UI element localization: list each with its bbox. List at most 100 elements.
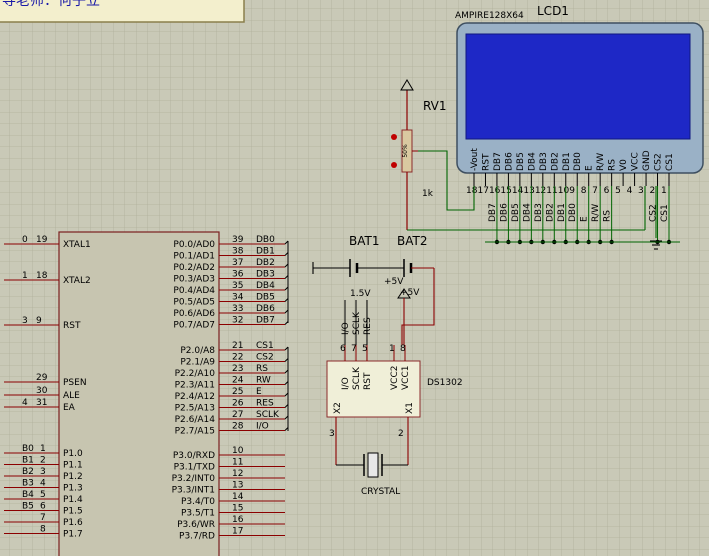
lcd-module[interactable]: AMPIRE128X64 LCD1 -Vout18RST17DB716DB615… xyxy=(455,4,704,245)
mcu-left-pin-net: 4 xyxy=(22,398,28,408)
mcu-right-pin-number: 25 xyxy=(232,387,243,397)
mcu-right-pin-net: SCLK xyxy=(256,410,280,420)
mcu-p1-pin-number: 3 xyxy=(40,467,46,477)
mcu-p1-pin-net: B3 xyxy=(22,479,34,489)
mcu-right-pin-name: P2.4/A12 xyxy=(175,392,215,402)
mcu-right-pin-number: 15 xyxy=(232,504,243,514)
bat-voltage-3: +5V xyxy=(400,288,420,298)
mcu-p1-pin-number: 2 xyxy=(40,456,46,466)
mcu-right-pin-name: P3.5/T1 xyxy=(181,509,215,519)
lcd-pin-name: GND xyxy=(642,150,652,171)
mcu-right-pin-net: I/O xyxy=(256,422,269,432)
ds1302-pin-number: 8 xyxy=(400,344,406,354)
lcd-pin-name: DB7 xyxy=(493,152,503,171)
lcd-net-label: E xyxy=(580,216,590,222)
mcu-p1-pin-number: 1 xyxy=(40,444,46,454)
mcu-right-pin-number: 36 xyxy=(232,270,244,280)
lcd-pin-name: CS2 xyxy=(654,153,664,171)
mcu-p1-pin-number: 6 xyxy=(40,502,46,512)
mcu-right-pin-name: P3.1/TXD xyxy=(174,463,215,473)
lcd-net-label: DB4 xyxy=(522,203,532,222)
ds1302-x2: X2 xyxy=(333,402,343,414)
mcu-right-pin-name: P2.2/A10 xyxy=(175,369,216,379)
mcu-left-pin-net: 1 xyxy=(22,271,28,281)
ds1302-pin-name: RST xyxy=(363,372,373,390)
ds1302-pin-number: 1 xyxy=(389,344,395,354)
mcu-right-pin-name: P2.7/A15 xyxy=(175,427,215,437)
lcd-pin-number: 4 xyxy=(627,186,633,196)
mcu-right-pin-name: P3.3/INT1 xyxy=(172,486,215,496)
mcu-right-pin-number: 23 xyxy=(232,364,243,374)
lcd-pin-name: R/W xyxy=(596,153,606,171)
mcu-p1-pin-name: P1.3 xyxy=(63,484,83,494)
rv1-potentiometer[interactable]: 50% RV1 1k xyxy=(391,79,447,230)
lcd-pin-number: 12 xyxy=(535,186,546,196)
lcd-pin-number: 7 xyxy=(592,186,598,196)
mcu-8051[interactable]: XTAL1190XTAL2181RST93PSEN29ALE30EA314P1.… xyxy=(4,231,289,556)
lcd-pin-name: E xyxy=(585,165,595,171)
lcd-pin-number: 18 xyxy=(466,186,478,196)
mcu-right-pin-name: P2.6/A14 xyxy=(175,415,216,425)
mcu-left-pin-name: XTAL1 xyxy=(63,240,91,250)
ds1302-pin-name: I/O xyxy=(341,377,351,390)
lcd-pin-number: 5 xyxy=(615,186,621,196)
lcd-net-label: CS2 xyxy=(649,204,659,222)
mcu-right-pin-number: 10 xyxy=(232,446,244,456)
mcu-left-pin-name: XTAL2 xyxy=(63,276,91,286)
ds1302-pin-name: VCC2 xyxy=(390,366,400,390)
mcu-p1-pin-number: 4 xyxy=(40,479,46,489)
mcu-right-pin-number: 16 xyxy=(232,515,244,525)
lcd-net-label: DB0 xyxy=(568,203,578,222)
mcu-pins: XTAL1190XTAL2181RST93PSEN29ALE30EA314P1.… xyxy=(4,235,289,542)
mcu-right-pin-number: 37 xyxy=(232,258,243,268)
crystal[interactable]: CRYSTAL xyxy=(336,452,408,497)
mcu-right-pin-number: 14 xyxy=(232,492,244,502)
mcu-right-pin-name: P3.4/T0 xyxy=(181,497,215,507)
ds1302-chip[interactable]: DS1302 X2 X1 I/O6I/OSCLK7SCLKRST5RESVCC2… xyxy=(326,300,463,465)
lcd-model-label: AMPIRE128X64 xyxy=(455,11,524,21)
lcd-pin-number: 6 xyxy=(604,186,610,196)
mcu-left-pin-number: 31 xyxy=(36,398,47,408)
mcu-left-pin-number: 9 xyxy=(36,316,42,326)
bat-voltage-1: 1.5V xyxy=(350,289,371,299)
lcd-pin-name: VCC xyxy=(631,152,641,171)
lcd-net-label: R/W xyxy=(591,204,601,222)
mcu-p1-pin-name: P1.2 xyxy=(63,472,83,482)
mcu-right-pin-name: P0.3/AD3 xyxy=(173,275,215,285)
mcu-right-pin-name: P0.4/AD4 xyxy=(173,286,215,296)
mcu-p1-pin-number: 8 xyxy=(40,525,46,535)
ds1302-pin-name: VCC1 xyxy=(401,366,411,390)
lcd-pin-number: 15 xyxy=(500,186,511,196)
mcu-right-pin-number: 33 xyxy=(232,304,243,314)
ds1302-ref: DS1302 xyxy=(427,378,463,388)
ds1302-x1: X1 xyxy=(405,402,415,414)
ds1302-pin3: 3 xyxy=(329,429,335,439)
lcd-pin-number: 10 xyxy=(558,186,570,196)
mcu-right-pin-number: 13 xyxy=(232,481,243,491)
mcu-p1-pin-net: B4 xyxy=(22,490,34,500)
mcu-p1-pin-net: B0 xyxy=(22,444,34,454)
bat-voltage-2: +5V xyxy=(384,277,404,287)
mcu-right-pin-name: P2.5/A13 xyxy=(175,404,215,414)
mcu-right-pin-name: P2.3/A11 xyxy=(175,381,215,391)
ds1302-pin2: 2 xyxy=(398,429,404,439)
lcd-pin-number: 14 xyxy=(512,186,524,196)
mcu-right-pin-name: P3.0/RXD xyxy=(173,451,215,461)
mcu-left-pin-number: 29 xyxy=(36,373,48,383)
lcd-net-label: DB5 xyxy=(511,203,521,222)
mcu-left-pin-name: ALE xyxy=(63,391,80,401)
ds1302-pin-number: 5 xyxy=(362,344,368,354)
mcu-left-pin-net: 3 xyxy=(22,316,28,326)
mcu-p1-pin-name: P1.7 xyxy=(63,530,83,540)
lcd-pin-name: DB2 xyxy=(550,152,560,171)
lcd-pin-number: 2 xyxy=(650,186,656,196)
lcd-net-label: RS xyxy=(603,210,613,222)
lcd-pin-name: CS1 xyxy=(665,153,675,171)
battery-section[interactable]: BAT1 BAT2 1.5V +5V +5V xyxy=(312,234,435,345)
mcu-right-pin-net: DB4 xyxy=(256,281,275,291)
title-box[interactable]: 导老师：何子立 xyxy=(0,0,245,23)
mcu-right-pin-number: 22 xyxy=(232,353,243,363)
mcu-right-pin-number: 21 xyxy=(232,341,243,351)
